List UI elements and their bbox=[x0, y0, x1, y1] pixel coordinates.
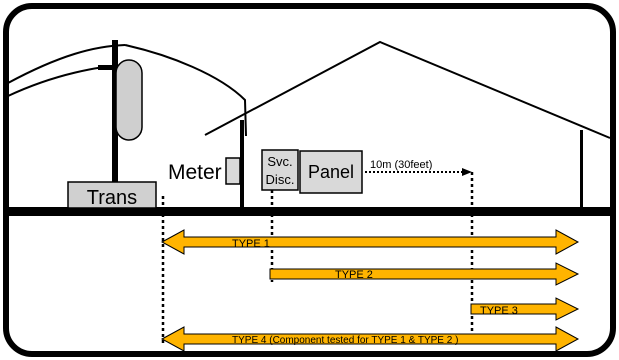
ground-line bbox=[8, 207, 611, 216]
panel-label: Panel bbox=[308, 162, 354, 182]
type1-label: TYPE 1 bbox=[232, 238, 270, 250]
svc-label-line1: Svc. bbox=[267, 154, 292, 169]
type2-arrow bbox=[269, 262, 580, 286]
type4-arrow bbox=[160, 326, 580, 352]
distance-arrowhead bbox=[462, 168, 472, 176]
pole-transformer-drum bbox=[115, 59, 143, 141]
distance-label: 10m (30feet) bbox=[370, 159, 432, 171]
trans-label: Trans bbox=[87, 187, 137, 209]
utility-pole bbox=[112, 40, 118, 210]
type4-label: TYPE 4 (Component tested for TYPE 1 & TY… bbox=[232, 335, 458, 346]
pole-crossarm bbox=[98, 65, 132, 70]
house-wall-right bbox=[580, 130, 583, 210]
meter-box bbox=[225, 157, 241, 185]
svc-label-line2: Disc. bbox=[266, 172, 295, 187]
type2-label: TYPE 2 bbox=[335, 269, 373, 281]
svc-disc-box bbox=[261, 149, 299, 191]
meter-label: Meter bbox=[168, 161, 222, 184]
house-wall-left bbox=[240, 120, 244, 210]
type1-arrow bbox=[160, 229, 580, 255]
transformer-box bbox=[67, 181, 157, 209]
house-roof bbox=[204, 40, 611, 139]
type3-label: TYPE 3 bbox=[480, 305, 518, 317]
panel-box bbox=[299, 150, 363, 194]
type3-arrow bbox=[470, 297, 580, 321]
service-drop bbox=[124, 44, 247, 137]
